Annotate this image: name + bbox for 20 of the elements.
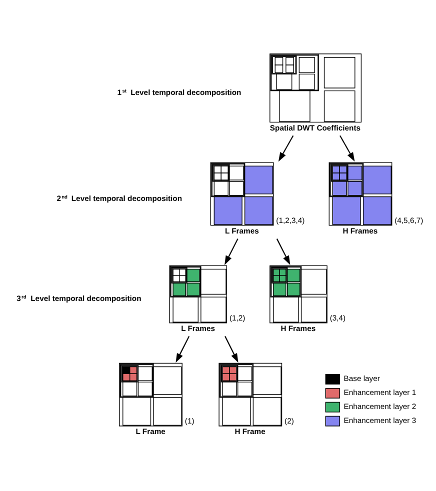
node-label: (3,4) (330, 314, 346, 323)
label: 3$^{rd}$ Level temporal decomposition (16, 294, 142, 304)
node-label: (1) (184, 416, 194, 426)
node-label: (1,2) (229, 314, 246, 323)
node-label: (2) (284, 416, 294, 426)
label: 1$^{st}$ Level temporal decomposition (117, 88, 242, 97)
legend-label: Enhancement layer 3 (344, 416, 416, 426)
node-label: (4,5,6,7) (394, 216, 424, 226)
node-label: L Frames (181, 324, 215, 334)
node-label: H Frames (280, 324, 316, 334)
label: 2$^{nd}$ Level temporal decomposition (56, 194, 182, 203)
legend-label: Base layer (344, 374, 380, 384)
legend-label: Enhancement layer 2 (344, 402, 416, 412)
node-label: Spatial DWT Coefficients (270, 123, 361, 132)
node-label: H Frame (234, 427, 266, 436)
node-label: (1,2,3,4) (276, 216, 305, 226)
node-label: L Frames (224, 226, 259, 236)
legend-label: Enhancement layer 1 (344, 388, 416, 398)
node-label: H Frames (342, 226, 378, 236)
node-label: L Frame (136, 427, 166, 436)
